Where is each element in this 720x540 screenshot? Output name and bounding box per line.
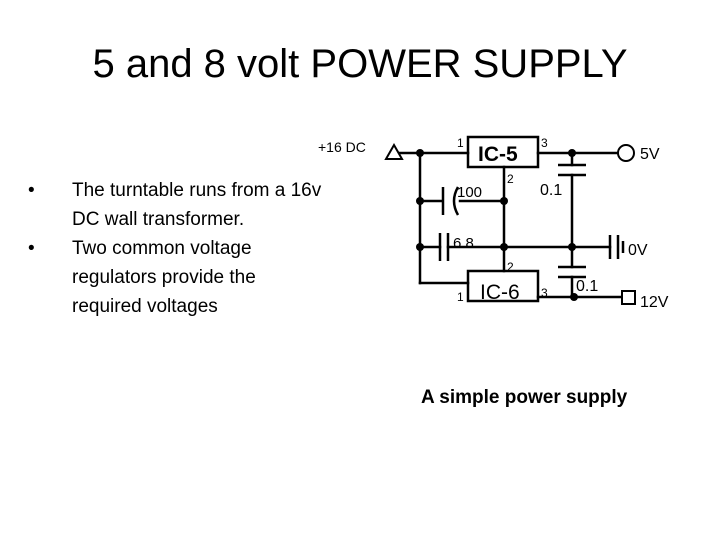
cap-68-label: 6.8 — [453, 235, 474, 252]
ic-top-pin-gnd: 2 — [507, 172, 514, 186]
cap-100-label: 100 — [457, 184, 482, 201]
ic-bottom-pin-out: 3 — [541, 286, 548, 300]
output-5v-label: 5V — [640, 146, 660, 163]
ic-bottom-pin-in: 1 — [457, 290, 464, 304]
junction-dot — [568, 243, 576, 251]
junction-dot — [416, 243, 424, 251]
ic-top-pin-out: 3 — [541, 136, 548, 150]
ic-bottom-pin-gnd: 2 — [507, 260, 514, 274]
ic-top-pin-in: 1 — [457, 136, 464, 150]
bullet-item: • The turntable runs from a 16v DC wall … — [28, 176, 328, 234]
input-label: +16 DC — [318, 139, 366, 155]
cap-out-bottom-label: 0.1 — [576, 278, 598, 295]
bullet-text: The turntable runs from a 16v DC wall tr… — [72, 180, 322, 230]
junction-dot — [500, 197, 508, 205]
cap-100-plate-curved — [452, 186, 460, 216]
bullet-item: • Two common voltage regulators provide … — [28, 234, 328, 321]
figure-caption: A simple power supply — [421, 387, 628, 408]
bullet-text: Two common voltage regulators provide th… — [72, 238, 256, 317]
bullet-dot: • — [28, 180, 35, 201]
input-terminal-icon — [384, 142, 404, 160]
output-0v-label: 0V — [628, 242, 648, 259]
ic-bottom-label: IC-6 — [480, 281, 520, 304]
cap-out-top-label: 0.1 — [540, 182, 562, 199]
output-5v-terminal-icon — [617, 144, 635, 162]
junction-dot — [570, 293, 578, 301]
output-12v-label: 12V — [640, 294, 669, 311]
bullet-list: • The turntable runs from a 16v DC wall … — [28, 176, 328, 321]
junction-dot — [568, 149, 576, 157]
ic-top-label: IC-5 — [478, 143, 518, 166]
slide-title: 5 and 8 volt POWER SUPPLY — [92, 42, 628, 86]
power-supply-schematic: +16 DC IC-5 1 2 3 IC-6 1 2 3 100 6.8 0.1… — [318, 135, 669, 311]
junction-dot — [416, 197, 424, 205]
junction-dot — [416, 149, 424, 157]
output-12v-terminal-icon — [621, 290, 636, 305]
bullet-dot: • — [28, 238, 35, 259]
junction-dot — [500, 243, 508, 251]
